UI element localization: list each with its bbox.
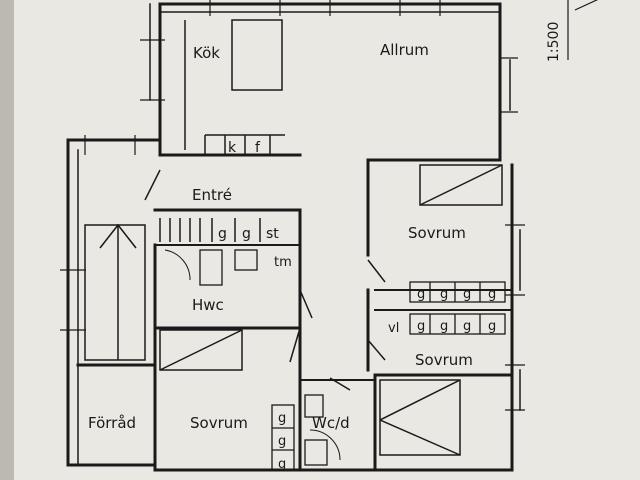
entrance-closets	[159, 218, 261, 242]
mark-g: g	[417, 319, 425, 334]
room-label-sovrum-lower: Sovrum	[415, 351, 473, 369]
mark-g: g	[488, 319, 496, 334]
bed-sovrum-left	[159, 329, 243, 371]
mark-g: g	[218, 226, 227, 242]
bath-fixtures	[199, 249, 328, 466]
wardrobes	[271, 281, 506, 471]
scale-label: 1:500	[546, 22, 562, 62]
mark-g: g	[488, 287, 496, 302]
porch-stair	[84, 223, 146, 361]
mark-g: g	[278, 411, 286, 426]
bed-sovrum-upper	[419, 164, 503, 206]
mark-g: g	[440, 319, 448, 334]
room-label-allrum: Allrum	[380, 41, 429, 59]
walls	[66, 2, 521, 472]
paper-edge-shadow	[0, 0, 14, 480]
mark-tm: tm	[274, 255, 292, 270]
room-label-sovrum-left: Sovrum	[190, 414, 248, 432]
doors	[144, 169, 386, 461]
mark-g: g	[417, 287, 425, 302]
windows	[60, 0, 525, 411]
beds	[159, 164, 503, 456]
mark-g: g	[242, 226, 251, 242]
room-label-entre: Entré	[192, 186, 232, 204]
scale-marker	[567, 0, 599, 60]
mark-f: f	[255, 140, 261, 156]
bed-sovrum-lower	[379, 379, 461, 456]
mark-st: st	[266, 226, 279, 242]
mark-k: k	[228, 140, 237, 156]
mark-g: g	[440, 287, 448, 302]
room-label-kok: Kök	[193, 44, 220, 62]
room-label-forrad: Förråd	[88, 414, 136, 432]
room-label-hwc: Hwc	[192, 296, 224, 314]
room-label-sovrum-upper: Sovrum	[408, 224, 466, 242]
wardrobe-marks: g g g g g g g g g g g	[278, 287, 496, 472]
room-label-wcd: Wc/d	[312, 414, 350, 432]
mark-g: g	[463, 319, 471, 334]
mark-g: g	[463, 287, 471, 302]
mark-g: g	[278, 457, 286, 472]
mark-g: g	[278, 434, 286, 449]
mark-vl: vl	[388, 321, 399, 336]
kitchen-counter	[184, 19, 285, 155]
